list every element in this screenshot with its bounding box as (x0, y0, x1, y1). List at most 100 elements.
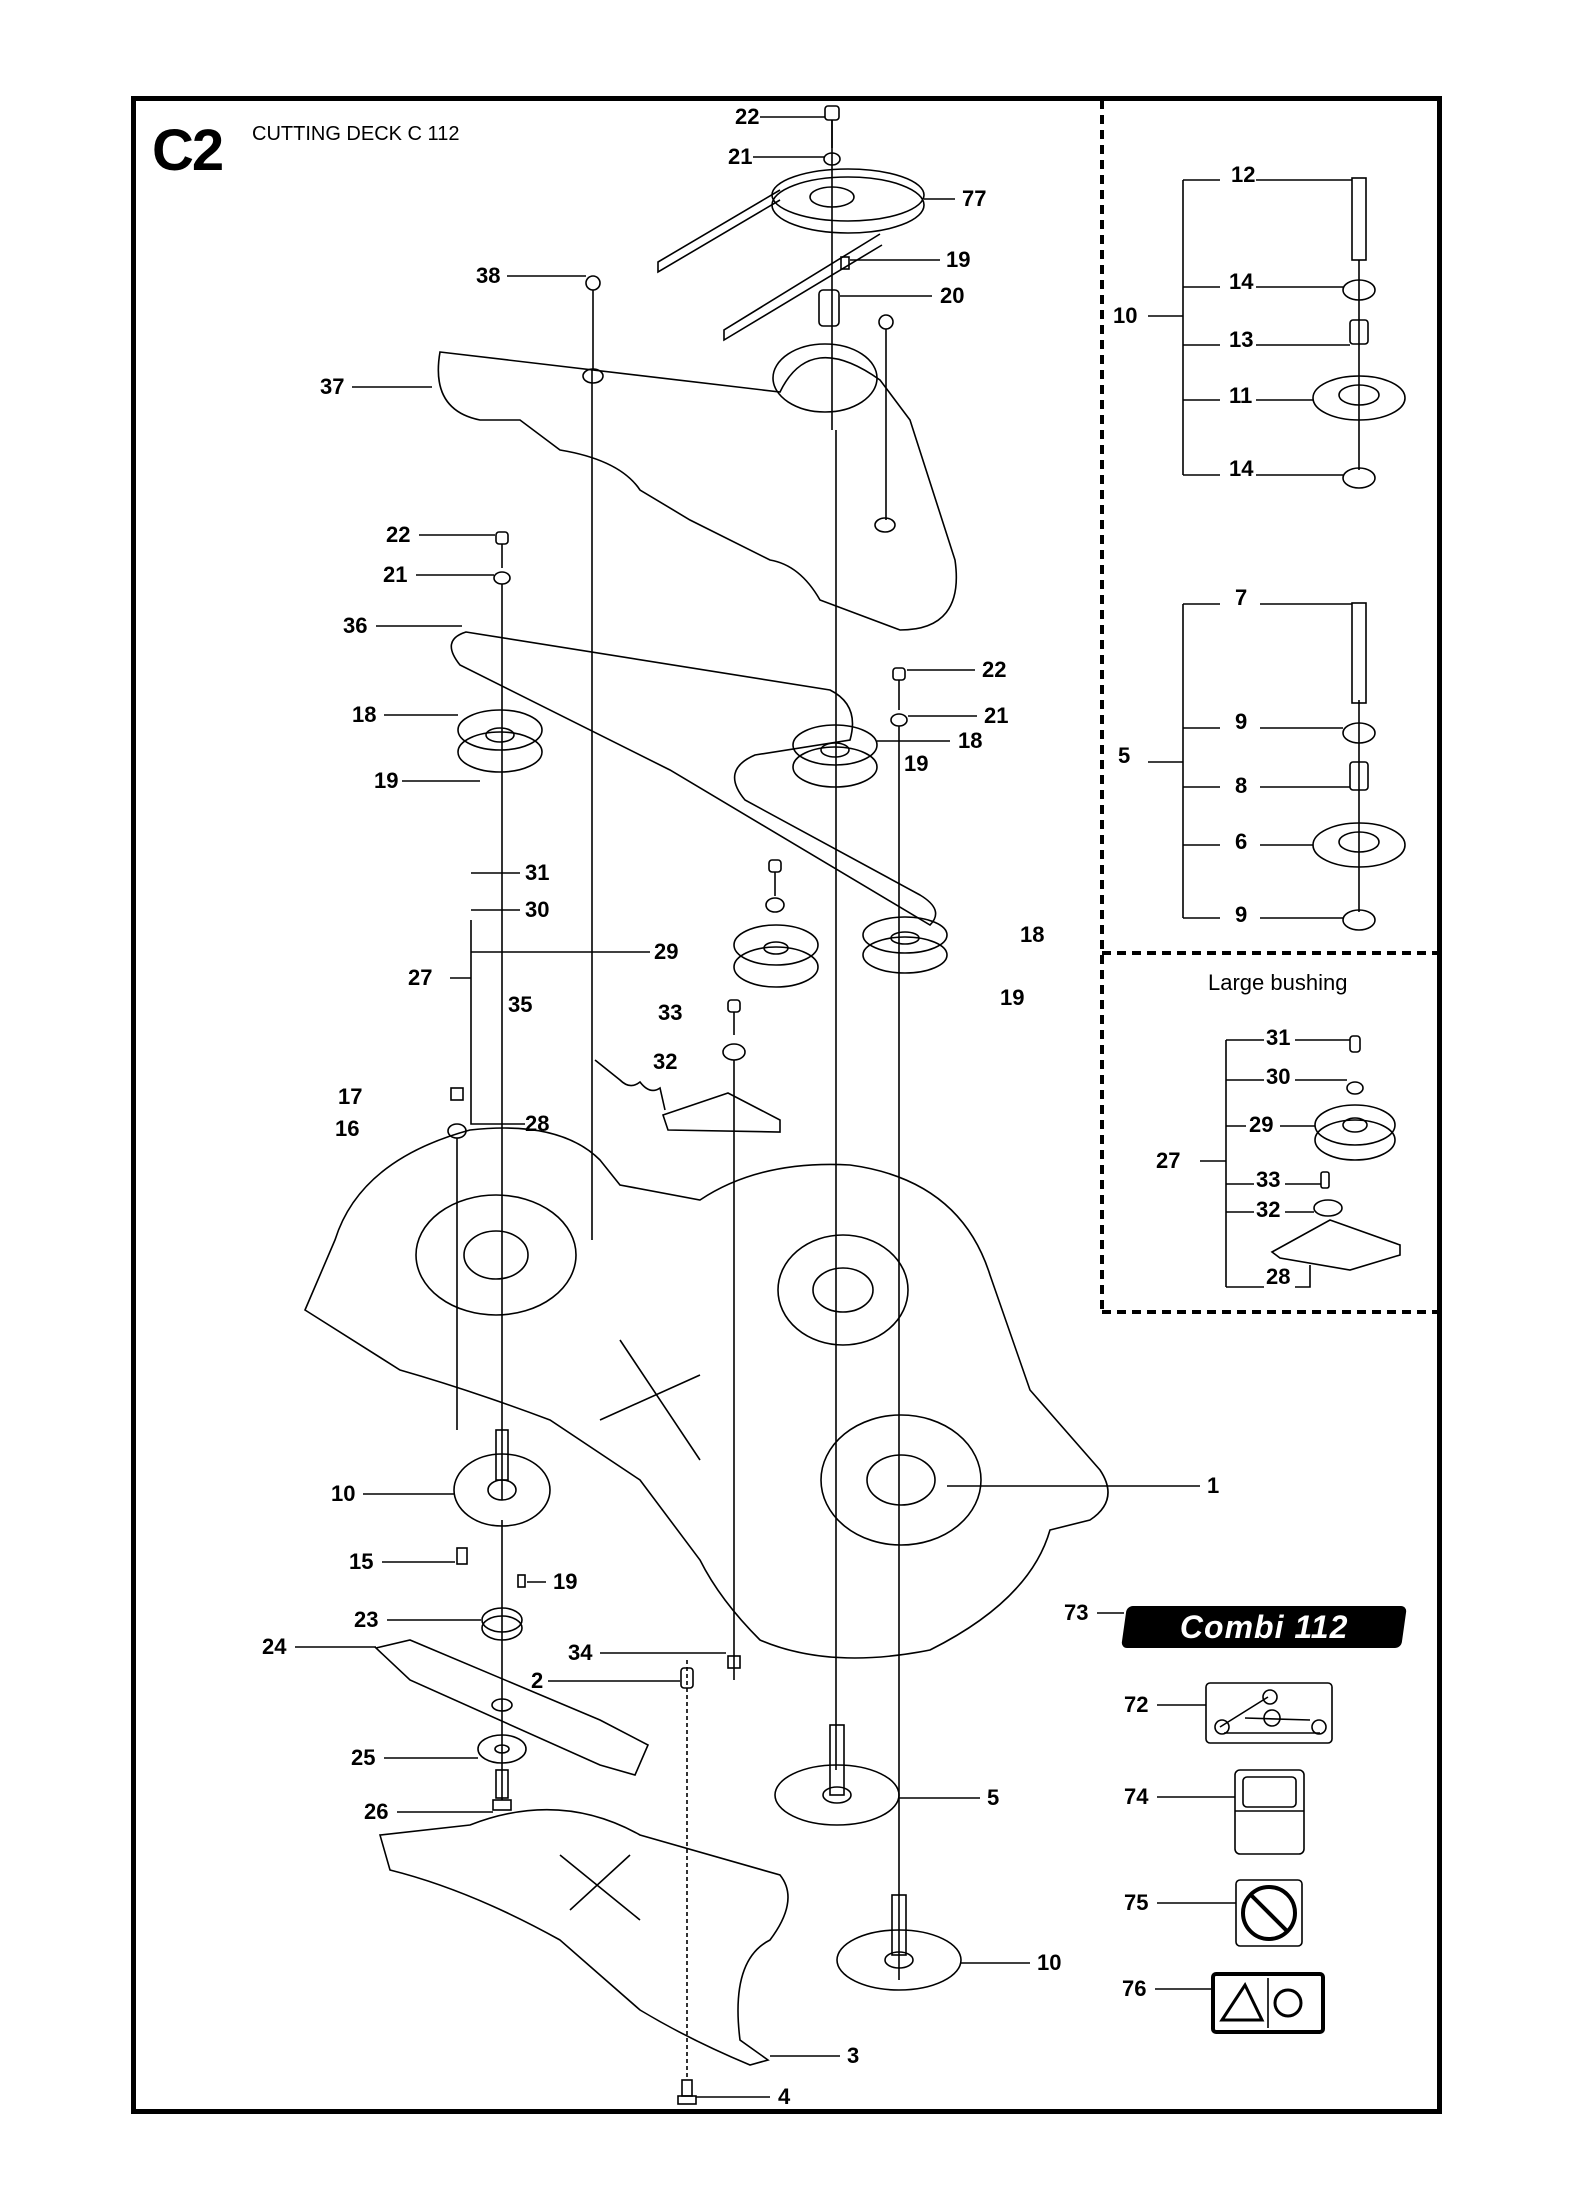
callout-part-32: 32 (1256, 1197, 1281, 1222)
inset-large-bushing (1200, 1035, 1401, 1288)
bolts-22-21-left (493, 531, 511, 585)
callout-part-34: 34 (568, 1640, 593, 1665)
callout-part-21: 21 (383, 562, 408, 587)
screw-4 (677, 2079, 697, 2105)
callout-part-4: 4 (778, 2084, 791, 2109)
callout-part-31: 31 (1266, 1025, 1291, 1050)
bolt-33 (722, 999, 746, 1061)
callout-part-17: 17 (338, 1084, 363, 1109)
callout-part-9: 9 (1235, 902, 1248, 927)
screw-38b (878, 314, 894, 520)
callout-part-75: 75 (1124, 1890, 1149, 1915)
callout-part-13: 13 (1229, 327, 1254, 352)
bushing-20 (818, 289, 840, 327)
callout-part-32: 32 (653, 1049, 678, 1074)
belt-cover-37 (437, 343, 957, 631)
decal-76-blade-warning (1211, 1972, 1325, 2034)
callout-part-19: 19 (374, 768, 399, 793)
callout-part-19: 19 (946, 247, 971, 272)
callout-part-35: 35 (508, 992, 533, 1017)
screw-38 (585, 275, 601, 370)
callout-part-36: 36 (343, 613, 368, 638)
callout-part-31: 31 (525, 860, 550, 885)
callout-part-74: 74 (1124, 1784, 1149, 1809)
section-title: CUTTING DECK C 112 (252, 123, 460, 145)
inset-title-large-bushing: Large bushing (1208, 970, 1348, 995)
callout-part-30: 30 (525, 897, 550, 922)
callout-part-28: 28 (525, 1111, 550, 1136)
belt-36 (450, 631, 937, 927)
callout-part-21: 21 (984, 703, 1009, 728)
callout-part-3: 3 (847, 2043, 860, 2068)
callout-part-29: 29 (1249, 1112, 1274, 1137)
section-code: C2 (152, 118, 224, 183)
nut-34 (727, 1655, 741, 1669)
callout-part-22: 22 (735, 104, 760, 129)
callout-part-10: 10 (1037, 1950, 1062, 1975)
callout-part-33: 33 (658, 1000, 683, 1025)
callout-part-22: 22 (386, 522, 411, 547)
callout-part-5: 5 (987, 1785, 1000, 1810)
bolt-15 (456, 1547, 468, 1565)
inset-dividers (1100, 100, 1438, 1314)
callout-part-21: 21 (728, 144, 753, 169)
pulley-18-right (792, 724, 878, 788)
callout-part-18: 18 (352, 702, 377, 727)
pulley-18-lower (862, 916, 948, 974)
callout-part-20: 20 (940, 283, 965, 308)
callout-part-28: 28 (1266, 1264, 1291, 1289)
leader-lines (295, 116, 1236, 2098)
baffle-3 (378, 1808, 789, 2066)
callout-part-11: 11 (1229, 383, 1253, 408)
pulley-18-left (457, 709, 543, 773)
callout-part-72: 72 (1124, 1692, 1149, 1717)
nut-17 (450, 1087, 464, 1101)
callout-part-18: 18 (1020, 922, 1045, 947)
callout-part-37: 37 (320, 374, 345, 399)
callout-part-30: 30 (1266, 1064, 1291, 1089)
callout-part-6: 6 (1235, 829, 1248, 854)
callout-part-18: 18 (958, 728, 983, 753)
callout-part-27: 27 (408, 965, 433, 990)
bolt-31 (765, 859, 785, 913)
callout-part-29: 29 (654, 939, 679, 964)
idler-pulley-29 (733, 924, 819, 988)
callout-part-9: 9 (1235, 709, 1248, 734)
callout-part-73: 73 (1064, 1600, 1089, 1625)
callout-part-24: 24 (262, 1634, 287, 1659)
callout-part-1: 1 (1207, 1473, 1220, 1498)
callout-part-10: 10 (331, 1481, 356, 1506)
blade-24 (374, 1639, 650, 1776)
callout-part-16: 16 (335, 1116, 360, 1141)
spindle-10-right (836, 1894, 962, 1991)
callout-part-25: 25 (351, 1745, 376, 1770)
callout-part-23: 23 (354, 1607, 379, 1632)
spindle-5 (774, 1724, 900, 1826)
cutting-deck-1 (303, 1127, 1109, 1659)
callout-part-22: 22 (982, 657, 1007, 682)
callout-part-12: 12 (1231, 162, 1256, 187)
callout-part-19: 19 (904, 751, 929, 776)
callout-part-7: 7 (1235, 585, 1248, 610)
callout-part-10: 10 (1113, 303, 1138, 328)
callout-part-14: 14 (1229, 269, 1254, 294)
idler-arm-28 (661, 1092, 781, 1133)
callout-part-33: 33 (1256, 1167, 1281, 1192)
decal-75-no-passengers (1235, 1879, 1303, 1947)
decal-74-manual-ce (1234, 1769, 1305, 1855)
spacer-2 (680, 1667, 694, 1689)
callout-part-2: 2 (531, 1668, 544, 1693)
callout-part-19: 19 (1000, 985, 1025, 1010)
spring-35 (594, 1059, 666, 1111)
callout-part-77: 77 (962, 186, 987, 211)
model-badge-73: Combi 112 (1121, 1606, 1407, 1648)
drawing-frame (131, 96, 1442, 2114)
callout-part-38: 38 (476, 263, 501, 288)
model-badge-text: Combi 112 (1179, 1608, 1349, 1645)
key-19-top (840, 256, 850, 270)
callout-part-15: 15 (349, 1549, 374, 1574)
callout-part-14: 14 (1229, 456, 1254, 481)
inset-spindle-10 (1148, 177, 1406, 489)
drive-pulley-77 (657, 168, 925, 342)
